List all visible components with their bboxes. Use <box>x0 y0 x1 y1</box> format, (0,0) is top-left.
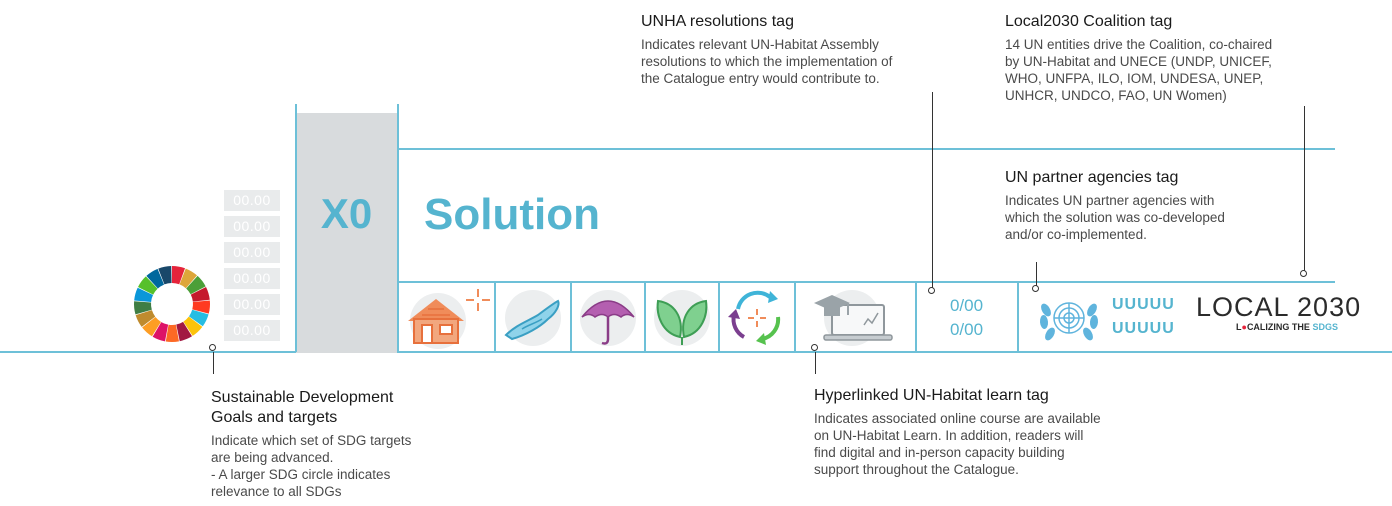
partners-tag-title: UN partner agencies tag <box>1005 169 1179 186</box>
sdg-wheel-segment <box>176 321 193 342</box>
tagline-prefix: L <box>1236 322 1242 332</box>
sdg-wheel-segment <box>186 275 206 295</box>
number-panel <box>296 113 397 353</box>
tagline-mid: CALIZING THE <box>1246 322 1313 332</box>
learn-leader-dot <box>811 344 818 351</box>
resolution-code: 0/00 <box>949 320 984 339</box>
recycle-icon <box>728 290 781 345</box>
partners-leader <box>1036 262 1037 286</box>
unha-leader-dot <box>928 287 935 294</box>
sdg-code: 00.00 <box>224 294 280 315</box>
icon-separator <box>915 283 917 353</box>
panel-left-line <box>295 104 297 352</box>
sdg-wheel-segment <box>152 322 169 342</box>
local2030-tag-title: Local2030 Coalition tag <box>1005 13 1173 30</box>
sdg-wheel-segment <box>190 287 210 302</box>
sdg-tag-title: Sustainable Development Goals and target… <box>211 389 394 426</box>
unha-leader <box>932 92 933 288</box>
sdg-code: 00.00 <box>224 320 280 341</box>
sdg-wheel-icon <box>134 266 210 342</box>
sdg-leader-dot <box>209 344 216 351</box>
local2030-tagline: L●CALIZING THE SDGS <box>1236 322 1338 332</box>
learn-tag-body: Indicates associated online course are a… <box>814 411 1101 477</box>
baseline <box>0 351 1392 353</box>
icon-separator <box>718 283 720 353</box>
sdg-wheel-segment <box>134 287 154 303</box>
sdg-wheel-segment <box>134 301 152 315</box>
solution-title: Solution <box>424 190 600 239</box>
leaves-icon <box>654 290 710 346</box>
un-emblem-icon <box>1039 302 1099 341</box>
sdg-wheel-segment <box>165 324 179 342</box>
icon-separator <box>794 283 796 353</box>
local2030-leader-dot <box>1300 270 1307 277</box>
local2030-tag-body: 14 UN entities drive the Coalition, co-c… <box>1005 37 1273 103</box>
sdg-code: 00.00 <box>224 242 280 263</box>
sdg-code: 00.00 <box>224 190 280 211</box>
unha-tag-title: UNHA resolutions tag <box>641 13 794 30</box>
icon-separator <box>570 283 572 353</box>
sdg-wheel-segment <box>142 316 161 337</box>
icon-separator <box>1017 283 1019 353</box>
title-top-line <box>398 148 1335 150</box>
sdg-code: 00.00 <box>224 268 280 289</box>
panel-right-line <box>397 104 399 352</box>
sdg-leader <box>213 352 214 374</box>
local2030-leader <box>1304 106 1305 272</box>
sdg-wheel-segment <box>158 266 172 285</box>
partners-tag-body: Indicates UN partner agencies with which… <box>1005 193 1225 242</box>
icon-separator <box>644 283 646 353</box>
sdg-wheel-segment <box>183 316 203 336</box>
unha-tag-body: Indicates relevant UN-Habitat Assembly r… <box>641 37 893 86</box>
sdg-wheel-segment <box>189 309 209 327</box>
hand-icon <box>504 290 561 346</box>
sdg-wheel-segment <box>137 276 158 295</box>
umbrella-icon <box>580 290 636 346</box>
laptop-graduation-icon <box>814 290 893 346</box>
icon-separator <box>494 283 496 353</box>
sdg-wheel-segment <box>172 266 186 285</box>
partner-code: UUUUU <box>1112 320 1175 337</box>
sdg-wheel-segment <box>146 268 165 289</box>
partner-code: UUUUU <box>1112 296 1175 313</box>
sdg-wheel-segment <box>135 310 156 327</box>
house-solar-icon <box>408 289 490 349</box>
local2030-logo: LOCAL 2030 <box>1196 292 1362 322</box>
tagline-end: SDGS <box>1312 322 1338 332</box>
learn-tag-title: Hyperlinked UN-Habitat learn tag <box>814 387 1049 404</box>
solution-number: X0 <box>320 190 373 237</box>
sdg-wheel-segment <box>192 300 210 314</box>
sdg-wheel-segment <box>179 268 198 289</box>
location-pin-icon: ● <box>1241 322 1247 332</box>
sdg-tag-body: Indicate which set of SDG targets are be… <box>211 433 412 499</box>
resolution-code: 0/00 <box>949 296 984 315</box>
learn-leader <box>815 352 816 374</box>
sdg-code: 00.00 <box>224 216 280 237</box>
icon-row-top-line <box>398 281 1335 283</box>
partners-leader-dot <box>1032 285 1039 292</box>
